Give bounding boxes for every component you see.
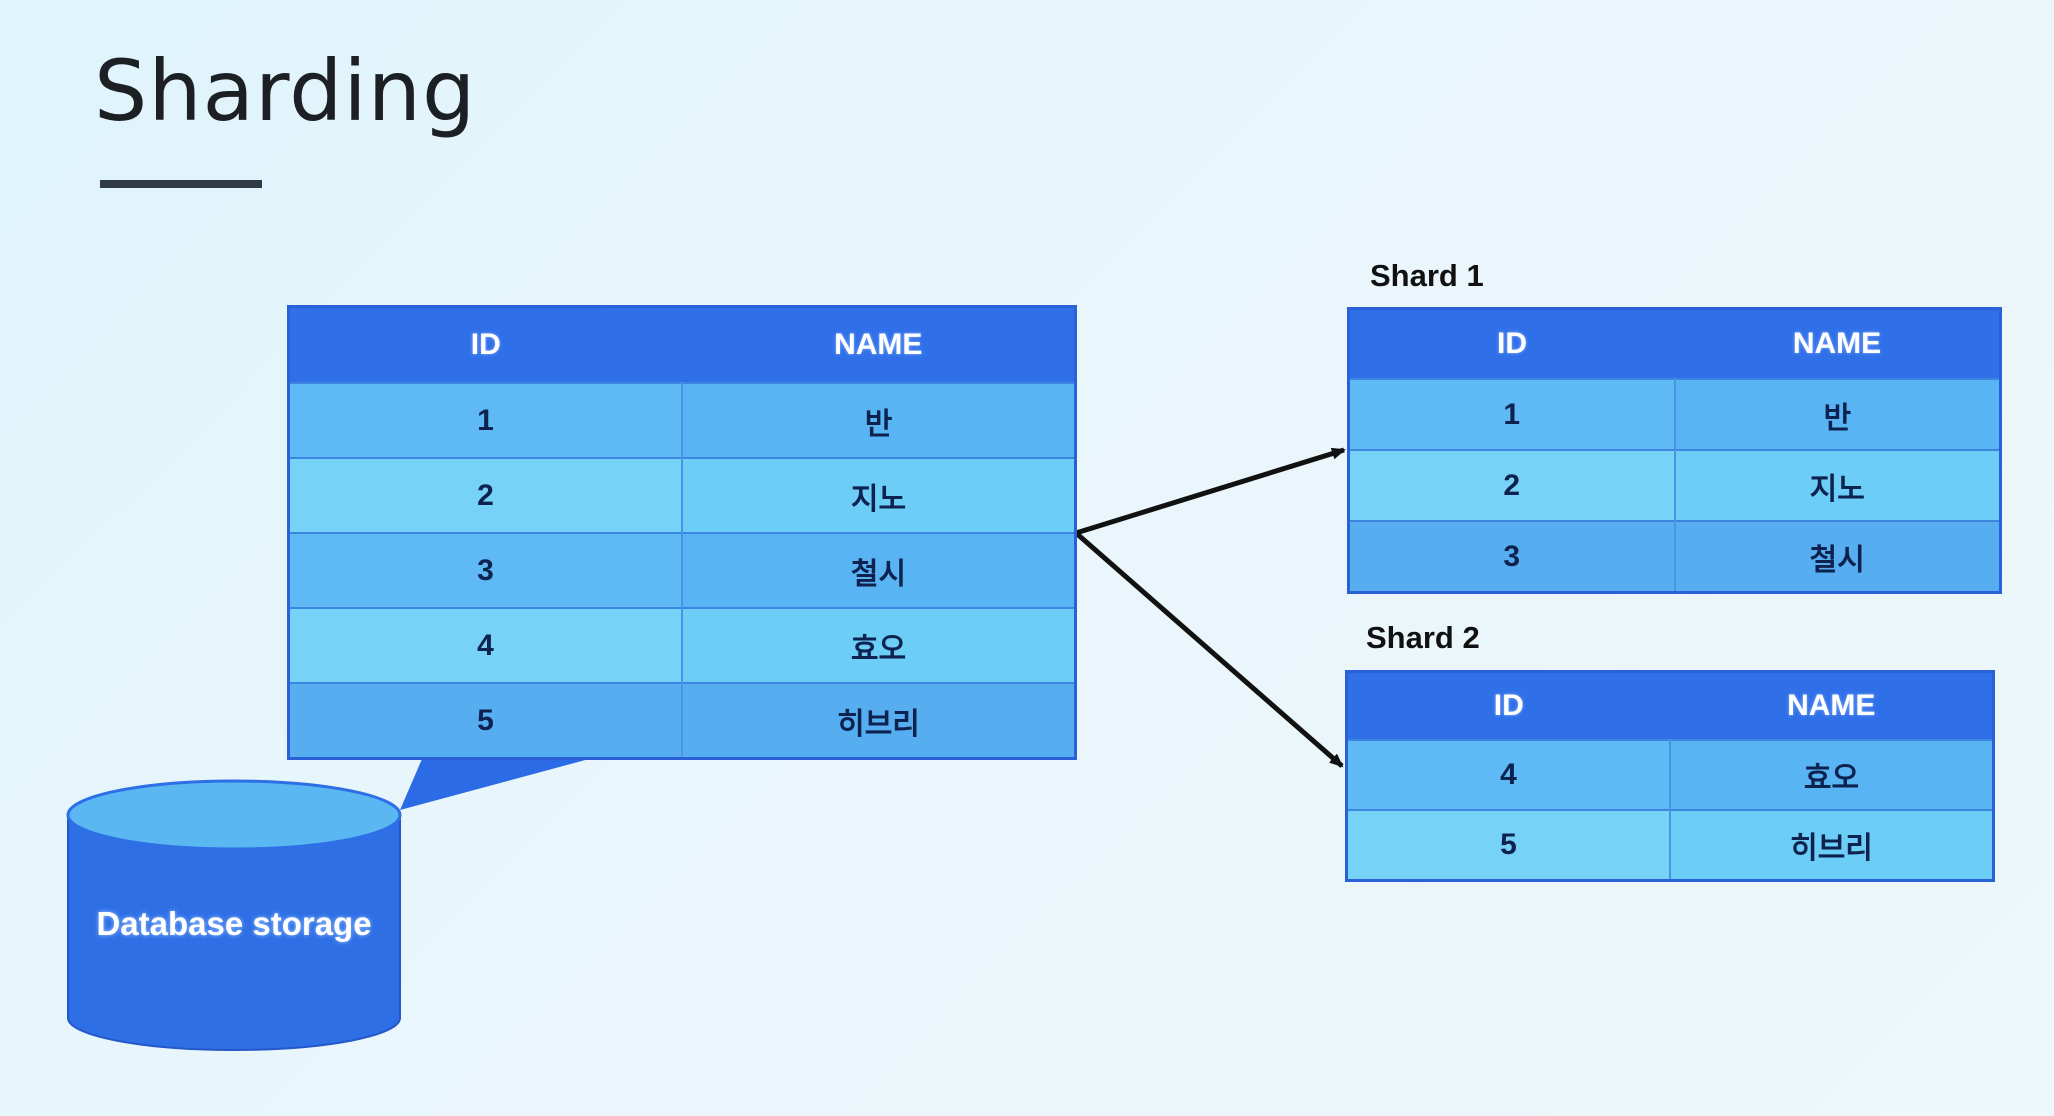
shard2-label: Shard 2	[1366, 620, 1480, 655]
cell-id: 3	[1348, 520, 1676, 593]
shard1-label: Shard 1	[1370, 258, 1484, 293]
header-name: NAME	[1670, 671, 1994, 740]
cell-name: 지노	[682, 457, 1076, 533]
cell-id: 2	[1348, 449, 1676, 521]
cell-name: 효오	[682, 607, 1076, 683]
database-storage-label: Database storage	[96, 905, 372, 942]
cell-id: 1	[288, 382, 683, 458]
arrow-to-shard1	[1075, 447, 1346, 536]
table-row: 3 철시	[288, 532, 1076, 608]
cell-name: 지노	[1674, 449, 2001, 521]
cell-id: 4	[1346, 739, 1671, 810]
table-row: 4 효오	[1346, 739, 1994, 810]
callout-wedge	[400, 752, 615, 810]
table-header-row: ID NAME	[1348, 308, 2001, 379]
shard1-table: ID NAME 1 반 2 지노 3 철시	[1347, 307, 2002, 594]
table-row: 5 히브리	[288, 682, 1076, 759]
table-row: 5 히브리	[1346, 809, 1994, 881]
table-row: 1 반	[288, 382, 1076, 458]
header-id: ID	[1348, 308, 1675, 379]
cell-id: 2	[288, 457, 683, 533]
title-underline	[100, 180, 262, 188]
cell-id: 5	[1346, 809, 1671, 881]
cell-id: 4	[288, 607, 683, 683]
header-name: NAME	[682, 306, 1076, 383]
cell-id: 1	[1348, 378, 1676, 450]
header-id: ID	[288, 306, 683, 383]
cell-id: 3	[288, 532, 683, 608]
table-header-row: ID NAME	[1346, 671, 1994, 740]
cell-name: 히브리	[1670, 809, 1994, 881]
shard2-table: ID NAME 4 효오 5 히브리	[1345, 670, 1995, 882]
slide-title: Sharding	[94, 42, 477, 140]
table-row: 1 반	[1348, 378, 2001, 450]
cell-name: 철시	[682, 532, 1076, 608]
table-row: 2 지노	[1348, 449, 2001, 521]
cell-name: 반	[1674, 378, 2001, 450]
cell-name: 반	[682, 382, 1076, 458]
cell-id: 5	[288, 682, 683, 759]
cell-name: 철시	[1674, 520, 2001, 593]
table-header-row: ID NAME	[288, 306, 1076, 383]
table-row: 2 지노	[288, 457, 1076, 533]
header-name: NAME	[1674, 308, 2001, 379]
arrow-to-shard2	[1074, 531, 1344, 768]
main-table: ID NAME 1 반 2 지노 3 철시 4 효오 5 히브리	[287, 305, 1077, 760]
table-row: 4 효오	[288, 607, 1076, 683]
table-row: 3 철시	[1348, 520, 2001, 593]
header-id: ID	[1346, 671, 1671, 740]
cell-name: 효오	[1670, 739, 1994, 810]
cell-name: 히브리	[682, 682, 1076, 759]
